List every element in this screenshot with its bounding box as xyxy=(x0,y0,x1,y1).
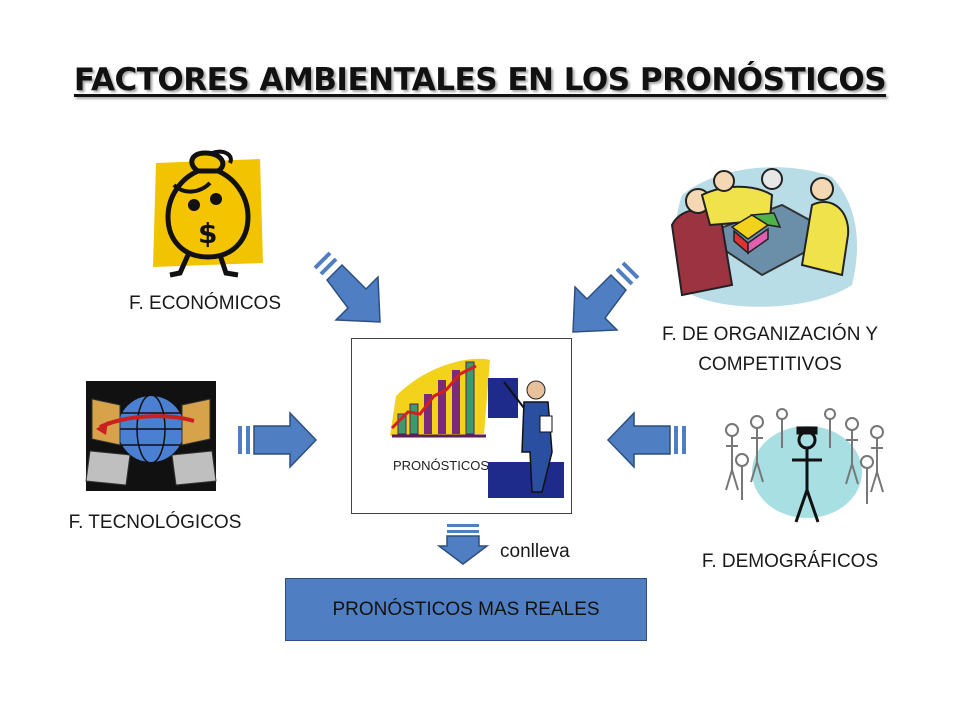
factor-organizacion-label: F. DE ORGANIZACIÓN Y COMPETITIVOS xyxy=(620,320,920,380)
network-computers-icon xyxy=(85,381,217,491)
money-bag-icon: $ xyxy=(153,149,263,278)
crowd-people-icon xyxy=(725,408,884,523)
svg-text:$: $ xyxy=(198,217,217,250)
factor-organizacion-line2: COMPETITIVOS xyxy=(698,354,842,375)
forecast-chart-presenter-icon xyxy=(390,358,564,498)
center-forecast-label: PRONÓSTICOS xyxy=(392,458,490,473)
factor-tecnologicos-label: F. TECNOLÓGICOS xyxy=(68,512,242,533)
business-meeting-icon xyxy=(670,167,858,307)
arrow-organizacion-icon xyxy=(572,261,640,333)
factor-organizacion-line1: F. DE ORGANIZACIÓN Y xyxy=(661,324,879,345)
factor-economicos-label: F. ECONÓMICOS xyxy=(128,293,281,314)
arrow-economicos-icon xyxy=(313,251,381,323)
arrow-down-icon xyxy=(436,524,490,565)
result-label: PRONÓSTICOS MAS REALES xyxy=(332,598,600,620)
page-title: FACTORES AMBIENTALES EN LOS PRONÓSTICOS xyxy=(73,62,887,98)
result-box: PRONÓSTICOS MAS REALES xyxy=(285,578,647,641)
arrow-demograficos-icon xyxy=(606,411,686,469)
arrow-tecnologicos-icon xyxy=(238,411,318,469)
connector-label: conlleva xyxy=(500,541,570,562)
factor-demograficos-label: F. DEMOGRÁFICOS xyxy=(701,551,879,572)
